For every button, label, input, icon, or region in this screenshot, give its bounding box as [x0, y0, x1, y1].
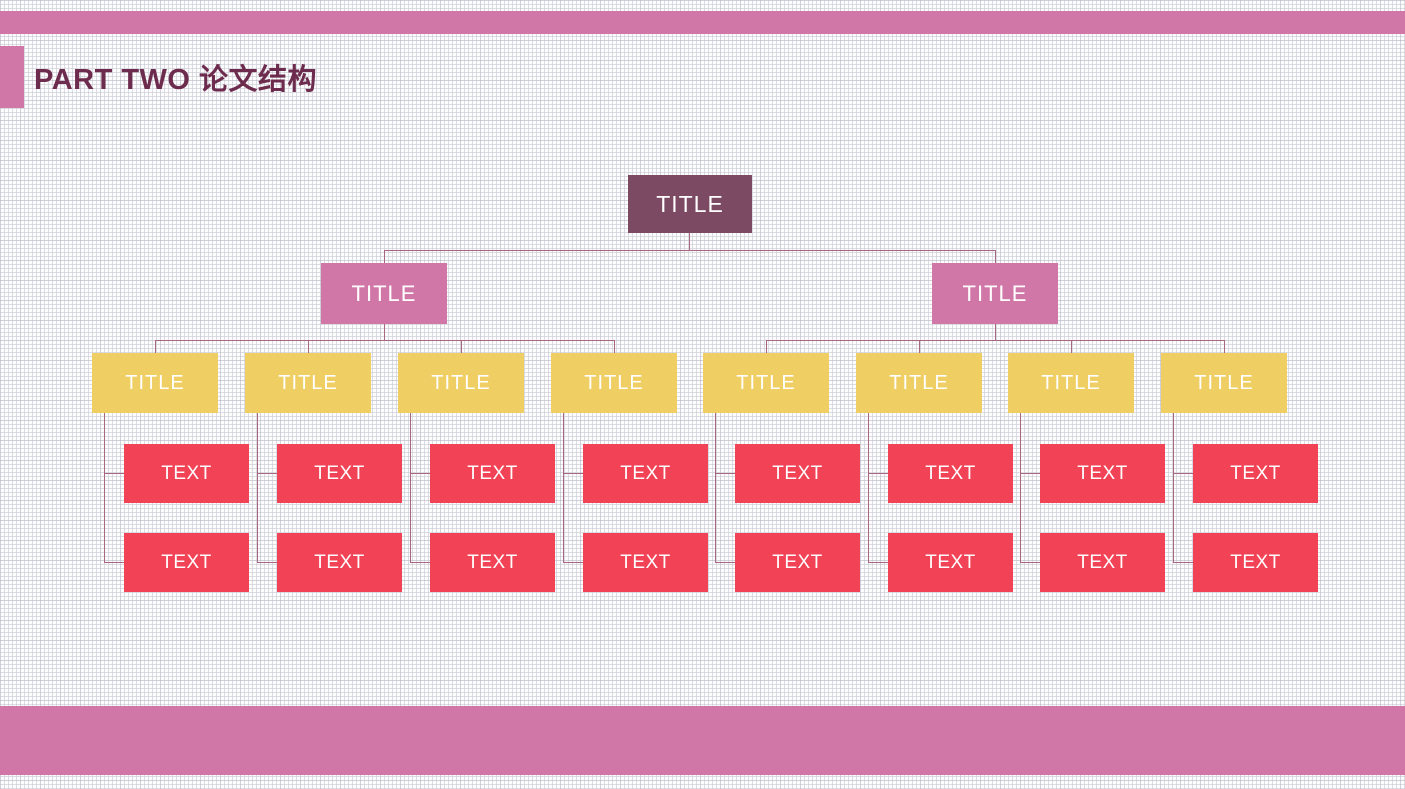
connector-line: [410, 562, 430, 563]
connector-line: [104, 473, 124, 474]
org-node-text[interactable]: TEXT: [735, 444, 860, 503]
org-node-text-label: TEXT: [620, 462, 671, 484]
org-node-text-label: TEXT: [1230, 462, 1281, 484]
org-node-title[interactable]: TITLE: [856, 353, 982, 413]
org-node-title-label: TITLE: [1194, 371, 1254, 394]
org-node-text[interactable]: TEXT: [1193, 533, 1318, 592]
connector-line: [410, 473, 430, 474]
connector-line: [155, 340, 614, 341]
org-node-text-label: TEXT: [925, 462, 976, 484]
connector-line: [919, 340, 920, 353]
org-node-title-label: TITLE: [889, 371, 949, 394]
org-node-title[interactable]: TITLE: [245, 353, 371, 413]
org-node-text-label: TEXT: [161, 462, 212, 484]
connector-line: [995, 324, 996, 340]
top-decorative-band: [0, 11, 1405, 34]
org-node-text-label: TEXT: [925, 551, 976, 573]
connector-line: [766, 340, 1224, 341]
org-node-text[interactable]: TEXT: [888, 533, 1013, 592]
org-node-text[interactable]: TEXT: [1040, 444, 1165, 503]
connector-line: [384, 250, 995, 251]
org-node-text-label: TEXT: [314, 551, 365, 573]
connector-line: [308, 340, 309, 353]
org-node-title-label: TITLE: [431, 371, 491, 394]
org-node-text[interactable]: TEXT: [583, 444, 708, 503]
connector-line: [715, 473, 735, 474]
title-accent-bar: [0, 46, 24, 108]
org-node-text-label: TEXT: [772, 551, 823, 573]
connector-line: [104, 413, 105, 563]
org-node-text[interactable]: TEXT: [583, 533, 708, 592]
org-node-text-label: TEXT: [772, 462, 823, 484]
org-node-title[interactable]: TITLE: [398, 353, 524, 413]
org-node-text[interactable]: TEXT: [277, 533, 402, 592]
connector-line: [868, 413, 869, 563]
connector-line: [1173, 562, 1193, 563]
connector-line: [766, 340, 767, 353]
org-node-text[interactable]: TEXT: [1193, 444, 1318, 503]
connector-line: [384, 250, 385, 263]
connector-line: [715, 413, 716, 563]
connector-line: [257, 473, 277, 474]
bottom-decorative-band: [0, 706, 1405, 775]
org-node-text-label: TEXT: [620, 551, 671, 573]
org-node-text-label: TEXT: [1077, 551, 1128, 573]
org-node-title[interactable]: TITLE: [703, 353, 829, 413]
connector-line: [1173, 413, 1174, 563]
connector-line: [410, 413, 411, 563]
org-node-text-label: TEXT: [467, 551, 518, 573]
org-node-text-label: TEXT: [467, 462, 518, 484]
org-node-title-label: TITLE: [1041, 371, 1101, 394]
connector-line: [614, 340, 615, 353]
org-node-title[interactable]: TITLE: [551, 353, 677, 413]
org-node-title[interactable]: TITLE: [1161, 353, 1287, 413]
org-node-text[interactable]: TEXT: [277, 444, 402, 503]
org-node-branch[interactable]: TITLE: [932, 263, 1058, 324]
org-node-root-label: TITLE: [656, 190, 724, 217]
connector-line: [1071, 340, 1072, 353]
org-node-text[interactable]: TEXT: [124, 444, 249, 503]
org-node-text-label: TEXT: [314, 462, 365, 484]
org-node-text[interactable]: TEXT: [124, 533, 249, 592]
org-node-text[interactable]: TEXT: [735, 533, 860, 592]
org-node-title-label: TITLE: [584, 371, 644, 394]
org-node-root[interactable]: TITLE: [628, 175, 752, 233]
connector-line: [1020, 413, 1021, 563]
connector-line: [1020, 562, 1040, 563]
connector-line: [104, 562, 124, 563]
org-node-text-label: TEXT: [1230, 551, 1281, 573]
connector-line: [155, 340, 156, 353]
org-node-title-label: TITLE: [736, 371, 796, 394]
connector-line: [715, 562, 735, 563]
connector-line: [257, 413, 258, 563]
org-node-text-label: TEXT: [161, 551, 212, 573]
connector-line: [868, 473, 888, 474]
connector-line: [1224, 340, 1225, 353]
org-node-text[interactable]: TEXT: [430, 444, 555, 503]
connector-line: [1020, 473, 1040, 474]
org-node-branch-label: TITLE: [962, 280, 1028, 306]
org-node-text[interactable]: TEXT: [430, 533, 555, 592]
connector-line: [995, 250, 996, 263]
connector-line: [689, 233, 690, 250]
page-title: PART TWO 论文结构: [34, 64, 318, 96]
connector-line: [563, 473, 583, 474]
org-node-text[interactable]: TEXT: [1040, 533, 1165, 592]
org-node-text-label: TEXT: [1077, 462, 1128, 484]
org-node-title[interactable]: TITLE: [1008, 353, 1134, 413]
org-node-branch[interactable]: TITLE: [321, 263, 447, 324]
connector-line: [384, 324, 385, 340]
connector-line: [257, 562, 277, 563]
connector-line: [563, 562, 583, 563]
org-node-text[interactable]: TEXT: [888, 444, 1013, 503]
org-node-branch-label: TITLE: [351, 280, 417, 306]
org-node-title-label: TITLE: [278, 371, 338, 394]
connector-line: [1173, 473, 1193, 474]
connector-line: [563, 413, 564, 563]
org-node-title[interactable]: TITLE: [92, 353, 218, 413]
connector-line: [461, 340, 462, 353]
org-node-title-label: TITLE: [125, 371, 185, 394]
connector-line: [868, 562, 888, 563]
